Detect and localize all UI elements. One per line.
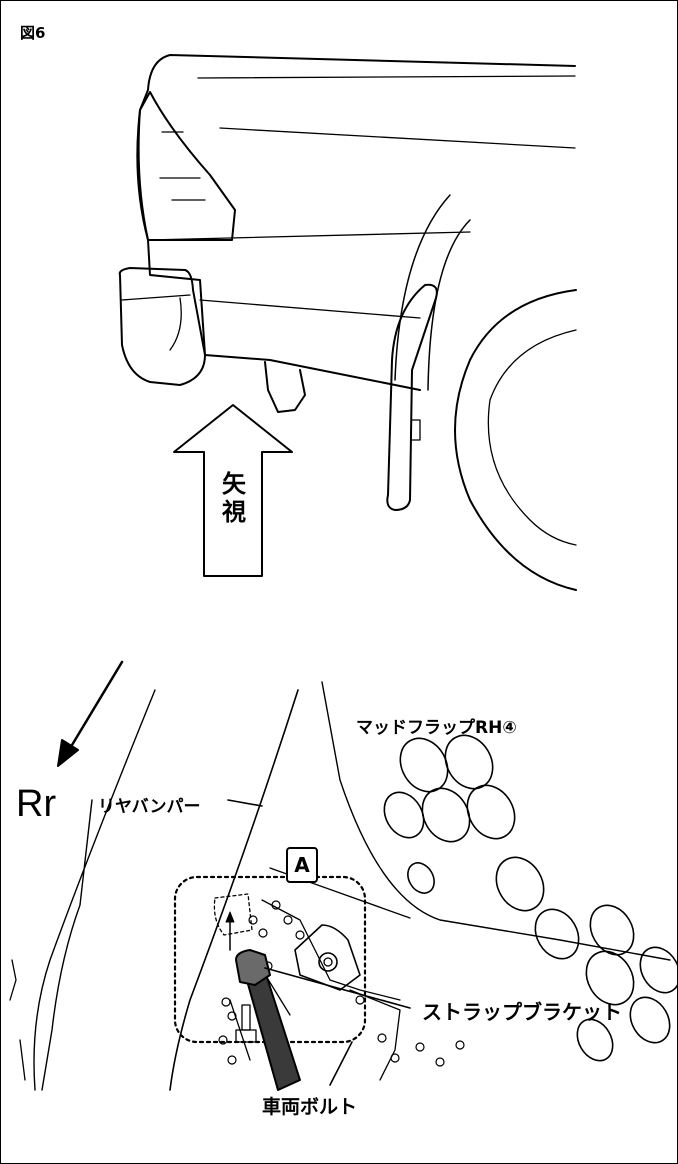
strap-bracket <box>235 949 271 986</box>
tow-hook-area <box>264 361 306 413</box>
mud-flap-callout: マッドフラップRH④ <box>356 718 517 738</box>
rr-arrow-head <box>57 739 79 767</box>
view-arrow-label-line1: 矢 <box>222 470 246 498</box>
vehicle-bolt-leader <box>329 1041 353 1086</box>
figure-label: 図6 <box>20 24 46 42</box>
vehicle-bolt-callout: 車両ボルト <box>262 1096 358 1118</box>
bumper-edge <box>33 689 156 1091</box>
strap-bracket-leader <box>264 967 411 1009</box>
mud-flap-panel <box>169 689 299 1091</box>
wheel-tire <box>454 289 577 591</box>
view-arrow-label-line2: 視 <box>222 498 246 526</box>
small-bolt <box>241 1004 251 1031</box>
rr-arrow-line <box>64 660 124 757</box>
mud-flap-top <box>386 283 438 511</box>
strap-bracket-callout: ストラップブラケット <box>422 1000 622 1024</box>
body-inner-lines <box>147 75 576 319</box>
rear-bumper-leader <box>227 799 263 807</box>
frame-rail <box>229 867 411 1061</box>
detail-a-badge: A <box>286 847 318 883</box>
bracket-bolt <box>318 952 338 972</box>
tail-light <box>137 91 236 241</box>
view-arrow-label: 矢 視 <box>218 470 250 526</box>
hole-dashed <box>213 893 253 936</box>
rear-bumper-callout: リヤバンパー <box>98 797 201 817</box>
view-direction-arrow <box>173 404 293 577</box>
mud-flap-holes <box>383 734 678 1062</box>
fender-arch <box>394 194 471 391</box>
rear-direction-label: Rr <box>16 783 57 825</box>
bracket-plate <box>294 924 361 991</box>
bumper-corner <box>118 267 206 386</box>
